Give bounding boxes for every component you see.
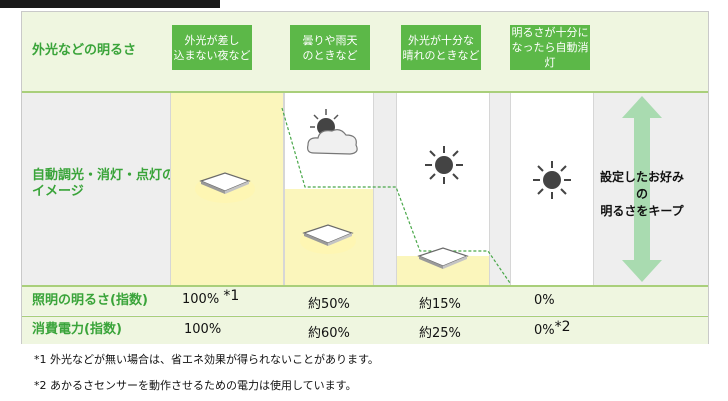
power-value-bright: 0%*2 [534, 319, 571, 338]
power-value-sunny: 約25% [419, 326, 461, 341]
brightness-value-sunny: 約15% [419, 297, 461, 312]
ceiling-light-icon [195, 172, 255, 203]
double-arrow-icon [622, 96, 662, 282]
brightness-value-cloudy: 約50% [308, 297, 350, 312]
ceiling-light-icon [300, 224, 356, 254]
column-sunny [396, 93, 490, 285]
sun-icon [425, 146, 463, 184]
brightness-row [22, 287, 708, 315]
label-image: 自動調光・消灯・点灯の イメージ [32, 168, 176, 199]
sun-icon [533, 161, 571, 199]
header-bright: 明るさが十分に なったら自動消灯 [510, 25, 590, 70]
label-ambient: 外光などの明るさ [32, 43, 137, 58]
power-value-cloudy: 約60% [308, 326, 350, 341]
info-table: 外光などの明るさ 自動調光・消灯・点灯の イメージ 照明の明るさ(指数) 消費電… [21, 11, 709, 344]
header-cloudy: 曇りや雨天 のときなど [290, 25, 370, 70]
top-bar [0, 0, 220, 8]
brightness-value-night: 100% *1 [182, 288, 240, 307]
header-night: 外光が差し 込まない夜など [172, 25, 252, 70]
cloudy-icon [307, 109, 358, 155]
power-value-night: 100% [184, 322, 222, 337]
step-line [281, 107, 511, 284]
keep-brightness-text: 設定したお好みの 明るさをキープ [599, 170, 684, 218]
header-sunny: 外光が十分な 晴れのときなど [401, 25, 481, 70]
footnote-2: *2 あかるさセンサーを動作させるための電力は使用しています。 [34, 379, 357, 392]
footnote-1: *1 外光などが無い場合は、省エネ効果が得られないことがあります。 [34, 353, 379, 366]
label-brightness: 照明の明るさ(指数) [32, 293, 148, 308]
brightness-value-bright: 0% [534, 293, 555, 308]
ceiling-light-icon [417, 247, 469, 269]
power-row [22, 316, 708, 344]
label-power: 消費電力(指数) [32, 322, 122, 337]
